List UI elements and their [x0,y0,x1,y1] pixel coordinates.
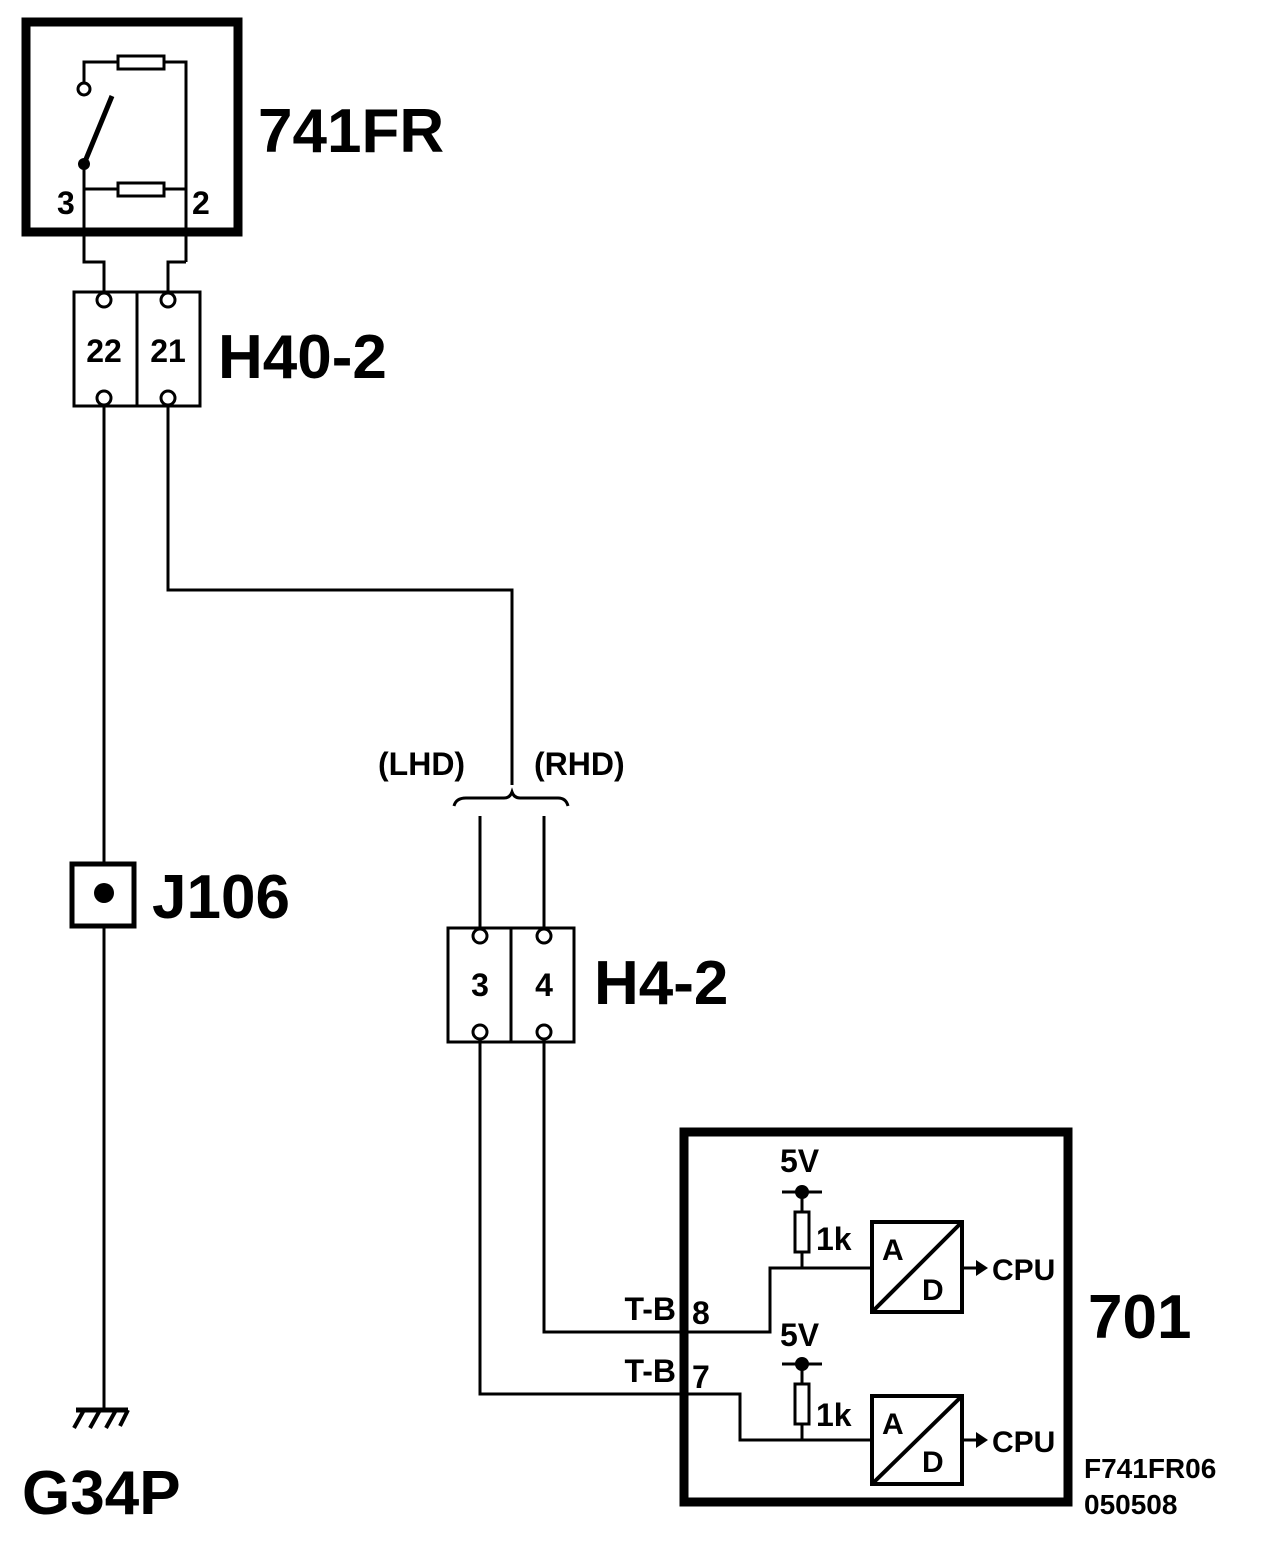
switch-contact [76,81,92,97]
switch-741fr: 3 2 741FR [21,17,444,262]
h4-name: H4-2 [594,949,728,1018]
ground-name: G34P [22,1459,181,1528]
h40-pin-b: 21 [150,333,186,369]
ground-symbol: G34P [22,1407,181,1528]
figure-date: 050508 [1084,1489,1177,1520]
resistor-upper-1k [793,1210,811,1254]
wire-pin7 [478,1040,682,1396]
wire-pin8 [542,1040,682,1334]
switch-name: 741FR [258,97,444,166]
switch-pin-right: 2 [192,185,210,221]
junction-j106: J106 [69,861,290,932]
junction-name: J106 [152,863,290,932]
module-name: 701 [1088,1283,1191,1352]
h4-pin-b: 4 [535,967,553,1003]
figure-code: F741FR06 [1084,1453,1216,1484]
pin-lower-num: 7 [692,1359,710,1395]
adc-lower: A D [870,1394,964,1486]
supply-upper-label: 5V [780,1143,820,1179]
h40-pin-a: 22 [86,333,122,369]
variant-right-label: (RHD) [534,746,625,782]
output-lower: CPU [992,1426,1055,1459]
module-701: 701 T-B 8 T-B 7 5V 1k A D CPU 5V 1k [624,1127,1191,1507]
resistor-upper [116,54,166,71]
module-housing [679,1127,1073,1507]
switch-blade [81,95,115,165]
resistor-lower [116,181,166,198]
svg-text:A: A [882,1234,904,1267]
variant-left-label: (LHD) [378,746,465,782]
variant-brace [452,787,570,807]
resistor-lower-1k [793,1382,811,1426]
switch-pin-left: 3 [57,185,75,221]
h40-name: H40-2 [218,323,387,392]
pin-lower-label: T-B [624,1353,676,1389]
adc-upper: A D [870,1220,964,1314]
svg-text:D: D [922,1274,944,1307]
supply-lower-label: 5V [780,1317,820,1353]
resistor-upper-value: 1k [816,1221,852,1257]
resistor-lower-value: 1k [816,1397,852,1433]
pin-upper-num: 8 [692,1295,710,1331]
svg-text:A: A [882,1408,904,1441]
output-upper: CPU [992,1254,1055,1287]
svg-text:D: D [922,1446,944,1479]
connector-h40-2: 22 21 H40-2 [72,290,387,408]
h4-pin-a: 3 [471,967,489,1003]
connector-h4-2: 3 4 H4-2 [446,926,728,1044]
switch-housing [21,17,243,237]
wire-signal [166,406,514,785]
pin-upper-label: T-B [624,1291,676,1327]
